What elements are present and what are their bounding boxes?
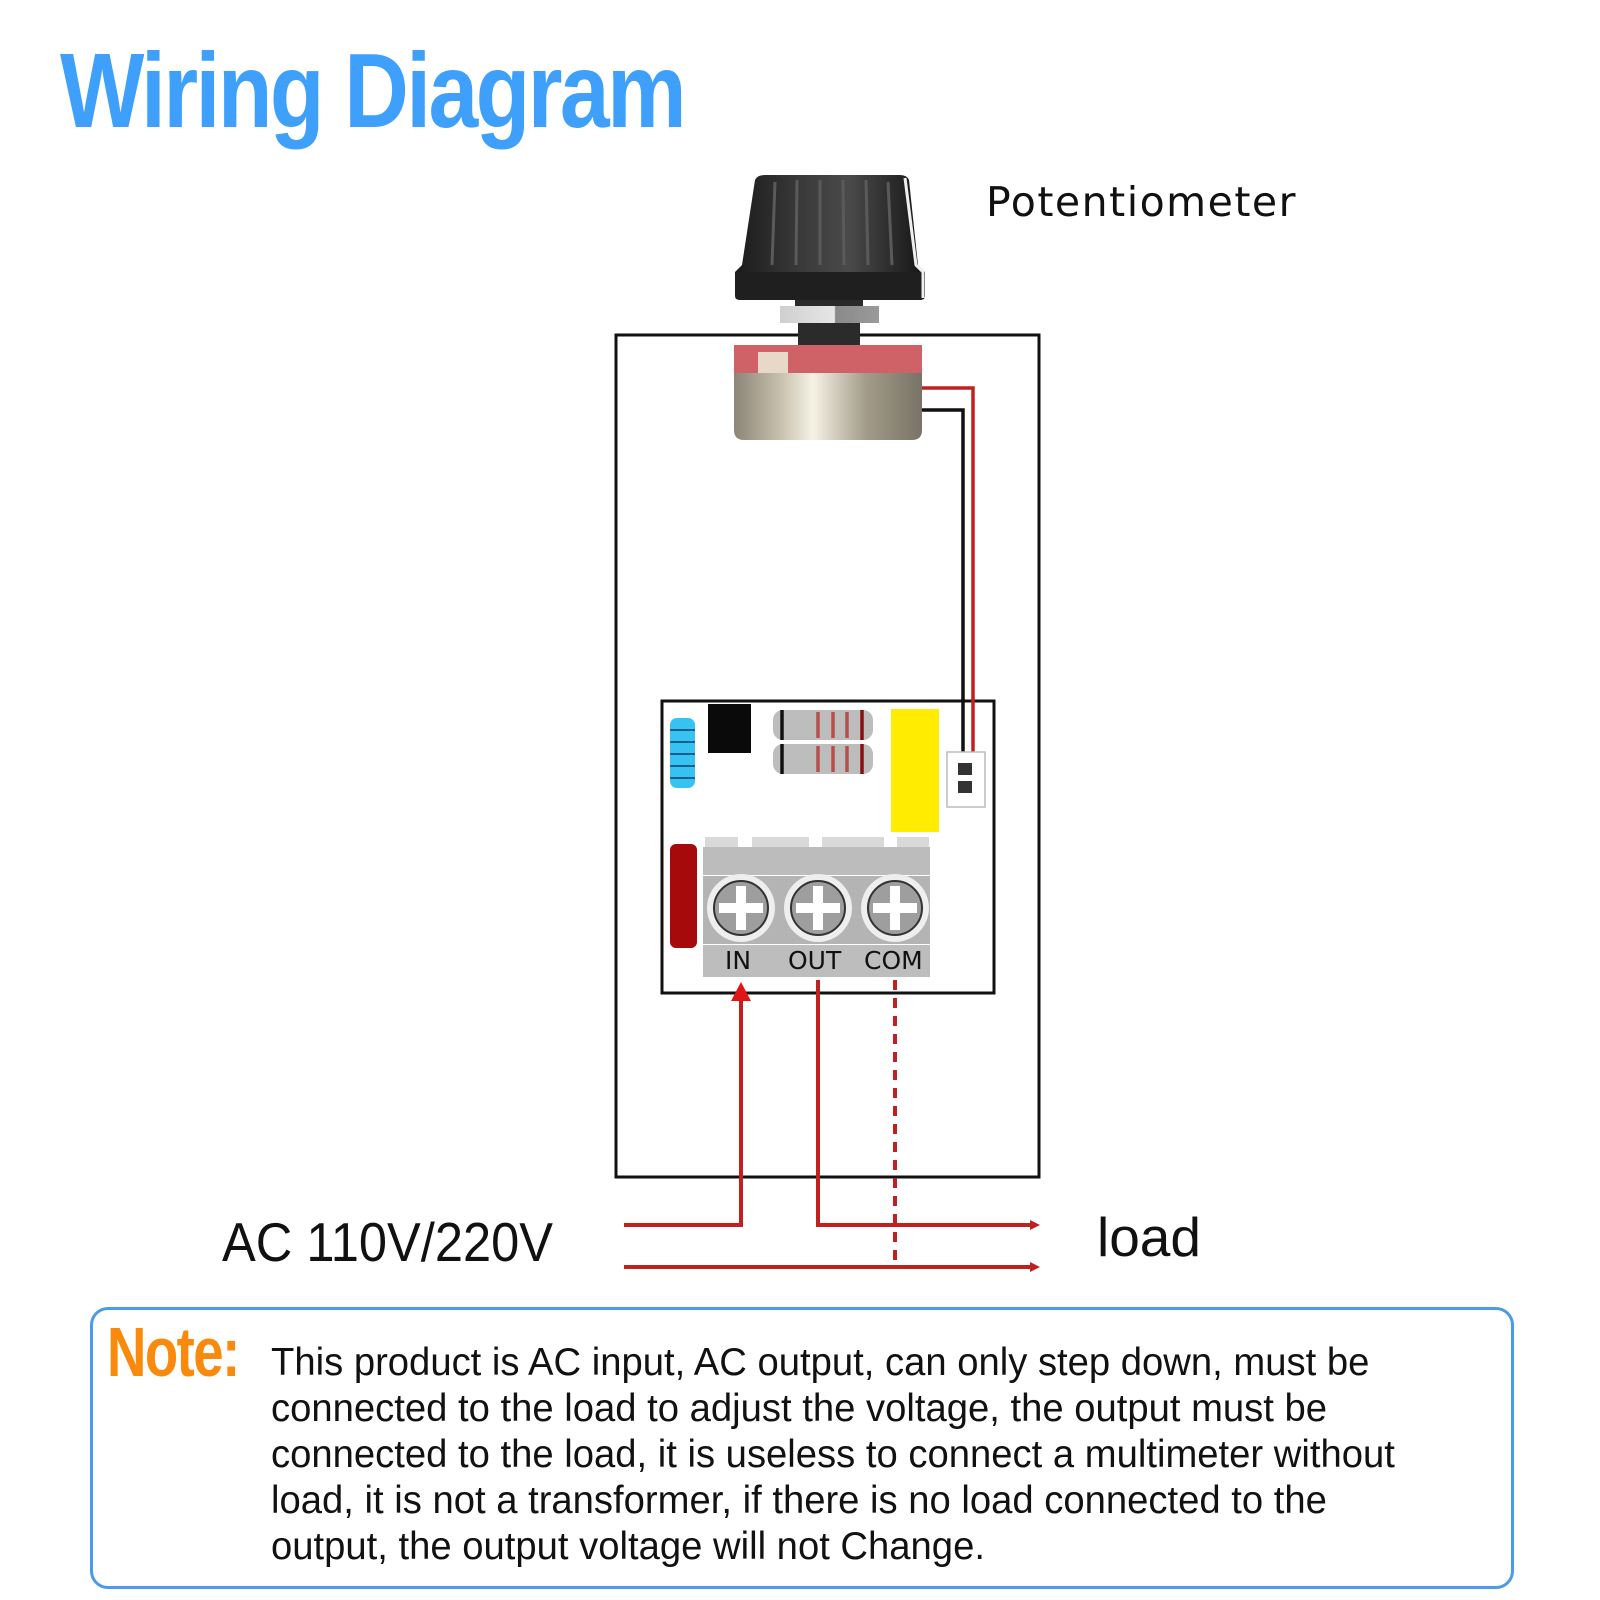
resistor-pair-icon (773, 710, 873, 774)
black-chip-icon (708, 704, 751, 753)
terminal-label-in: IN (725, 946, 752, 975)
note-heading: Note: (107, 1313, 240, 1391)
wire-out-to-load (816, 980, 1040, 1230)
pot-connector-icon (946, 751, 986, 808)
yellow-capacitor-icon (891, 709, 939, 832)
screw-terminal-in-icon (707, 874, 775, 942)
wire-ac-to-in (624, 995, 743, 1227)
load-label: load (1097, 1206, 1201, 1268)
potentiometer-knob-icon (735, 175, 925, 345)
pot-wire-black (922, 408, 965, 767)
potentiometer-label: Potentiometer (986, 178, 1298, 226)
note-box (90, 1307, 1514, 1589)
red-capacitor-icon (670, 844, 697, 948)
supply-label: AC 110V/220V (222, 1211, 554, 1273)
potentiometer-body-icon (734, 345, 922, 440)
terminal-label-out: OUT (788, 946, 842, 975)
terminal-block (703, 837, 930, 977)
note-text: This product is AC input, AC output, can… (271, 1341, 1395, 1568)
blue-resistor-icon (670, 718, 695, 788)
pot-wire-red (922, 386, 975, 767)
screw-terminal-out-icon (784, 874, 852, 942)
screw-terminal-com-icon (861, 874, 929, 942)
page-title: Wiring Diagram (60, 31, 687, 151)
arrow-up-icon (731, 982, 751, 1001)
terminal-label-com: COM (864, 946, 923, 975)
